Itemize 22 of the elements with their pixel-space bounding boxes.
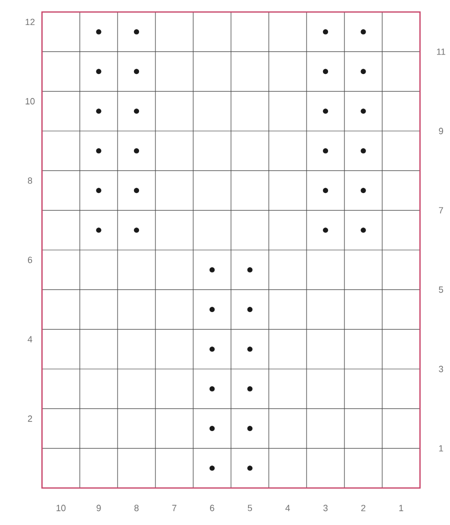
row-number: 5 [438, 286, 444, 293]
column-number: 6 [210, 504, 214, 512]
row-number: 10 [26, 98, 35, 104]
column-number: 3 [323, 504, 328, 512]
column-number: 10 [56, 504, 66, 512]
column-number: 4 [285, 504, 290, 512]
row-number: 9 [438, 128, 444, 134]
row-number: 8 [28, 177, 32, 184]
row-number: 12 [26, 18, 35, 26]
column-number: 5 [248, 504, 252, 512]
column-number: 1 [399, 504, 404, 512]
row-number: 6 [28, 256, 32, 264]
row-number: 3 [438, 366, 444, 372]
column-number: 8 [134, 504, 139, 512]
column-number: 7 [172, 504, 176, 512]
row-number: 11 [437, 48, 446, 55]
row-number: 4 [28, 336, 32, 342]
column-number: 9 [96, 504, 101, 512]
column-number: 2 [361, 504, 366, 512]
row-number: 7 [438, 207, 444, 214]
row-number: 1 [439, 445, 444, 452]
row-number: 2 [28, 415, 32, 422]
